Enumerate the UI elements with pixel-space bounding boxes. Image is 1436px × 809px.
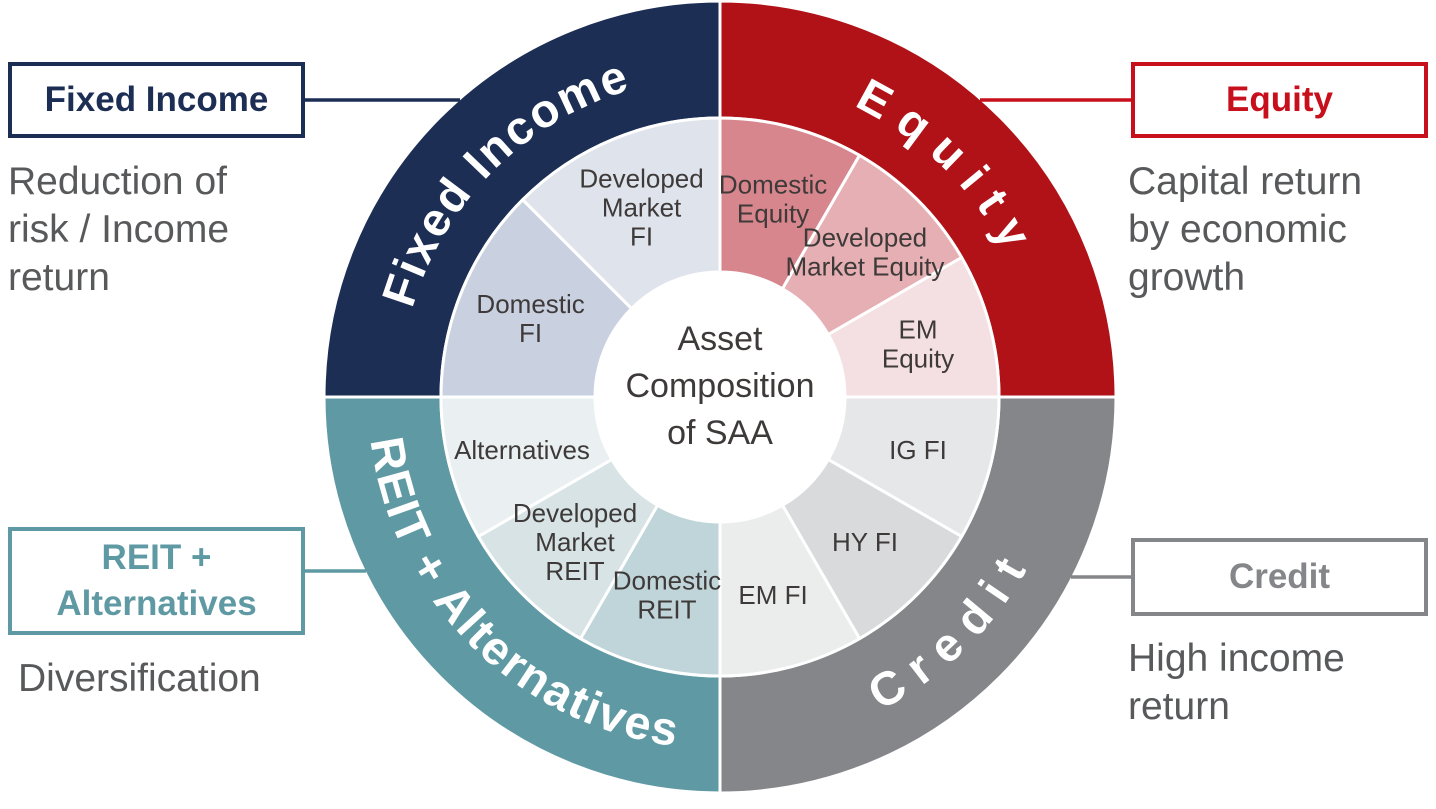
segment-label-ig-fi: IG FI (889, 435, 947, 465)
reit-alternatives-label-box: REIT +Alternatives (8, 527, 305, 635)
credit-label-box: Credit (1131, 538, 1428, 616)
segment-label-alternatives: Alternatives (454, 435, 590, 465)
fixed-income-label-box: Fixed Income (8, 62, 305, 138)
equity-label-box: Equity (1131, 62, 1428, 138)
segment-label-em-fi: EM FI (738, 580, 807, 610)
reit-alternatives-description: Diversification (18, 657, 261, 700)
segment-label-hy-fi: HY FI (832, 527, 898, 557)
center-circle (595, 272, 845, 522)
